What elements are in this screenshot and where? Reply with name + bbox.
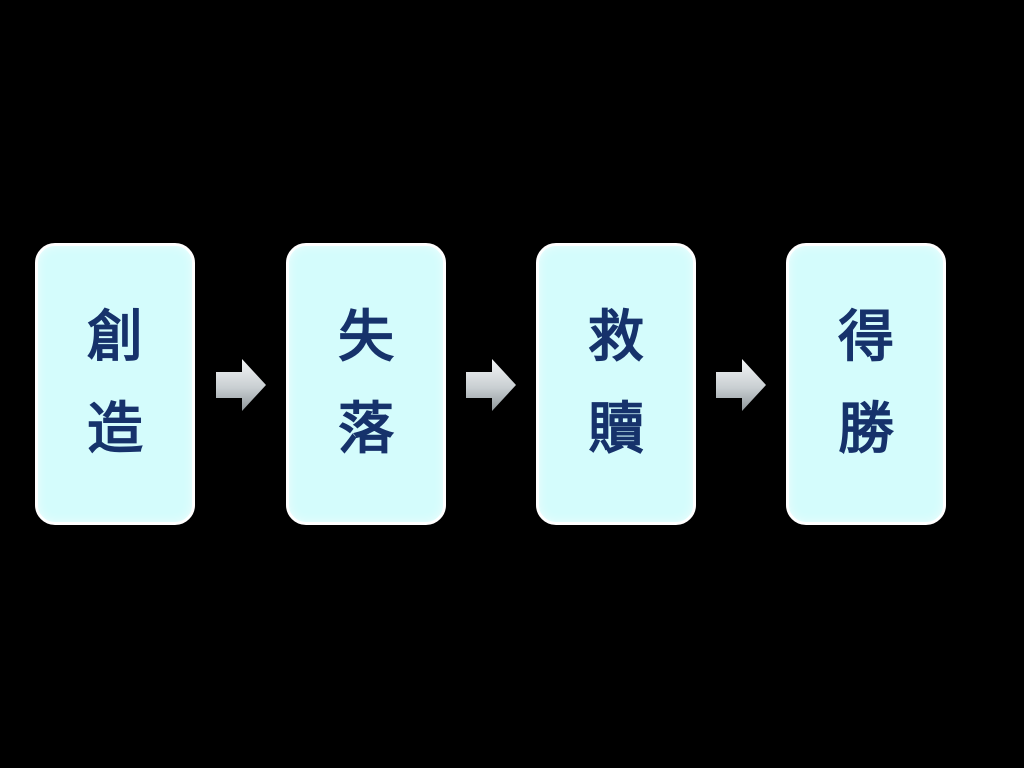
step-box-lost: 失 落 (286, 243, 446, 525)
step-box-redemption: 救 贖 (536, 243, 696, 525)
step-char: 贖 (588, 397, 644, 462)
step-char: 救 (588, 305, 644, 370)
step-char: 失 (338, 305, 394, 370)
step-box-create: 創 造 (35, 243, 195, 525)
arrow-right-icon (466, 359, 516, 411)
step-char: 勝 (838, 397, 894, 462)
arrow-right-icon (716, 359, 766, 411)
step-char: 造 (87, 397, 143, 462)
step-char: 創 (87, 305, 143, 370)
step-box-victory: 得 勝 (786, 243, 946, 525)
arrow-right-icon (216, 359, 266, 411)
step-char: 落 (338, 397, 394, 462)
step-char: 得 (838, 305, 894, 370)
